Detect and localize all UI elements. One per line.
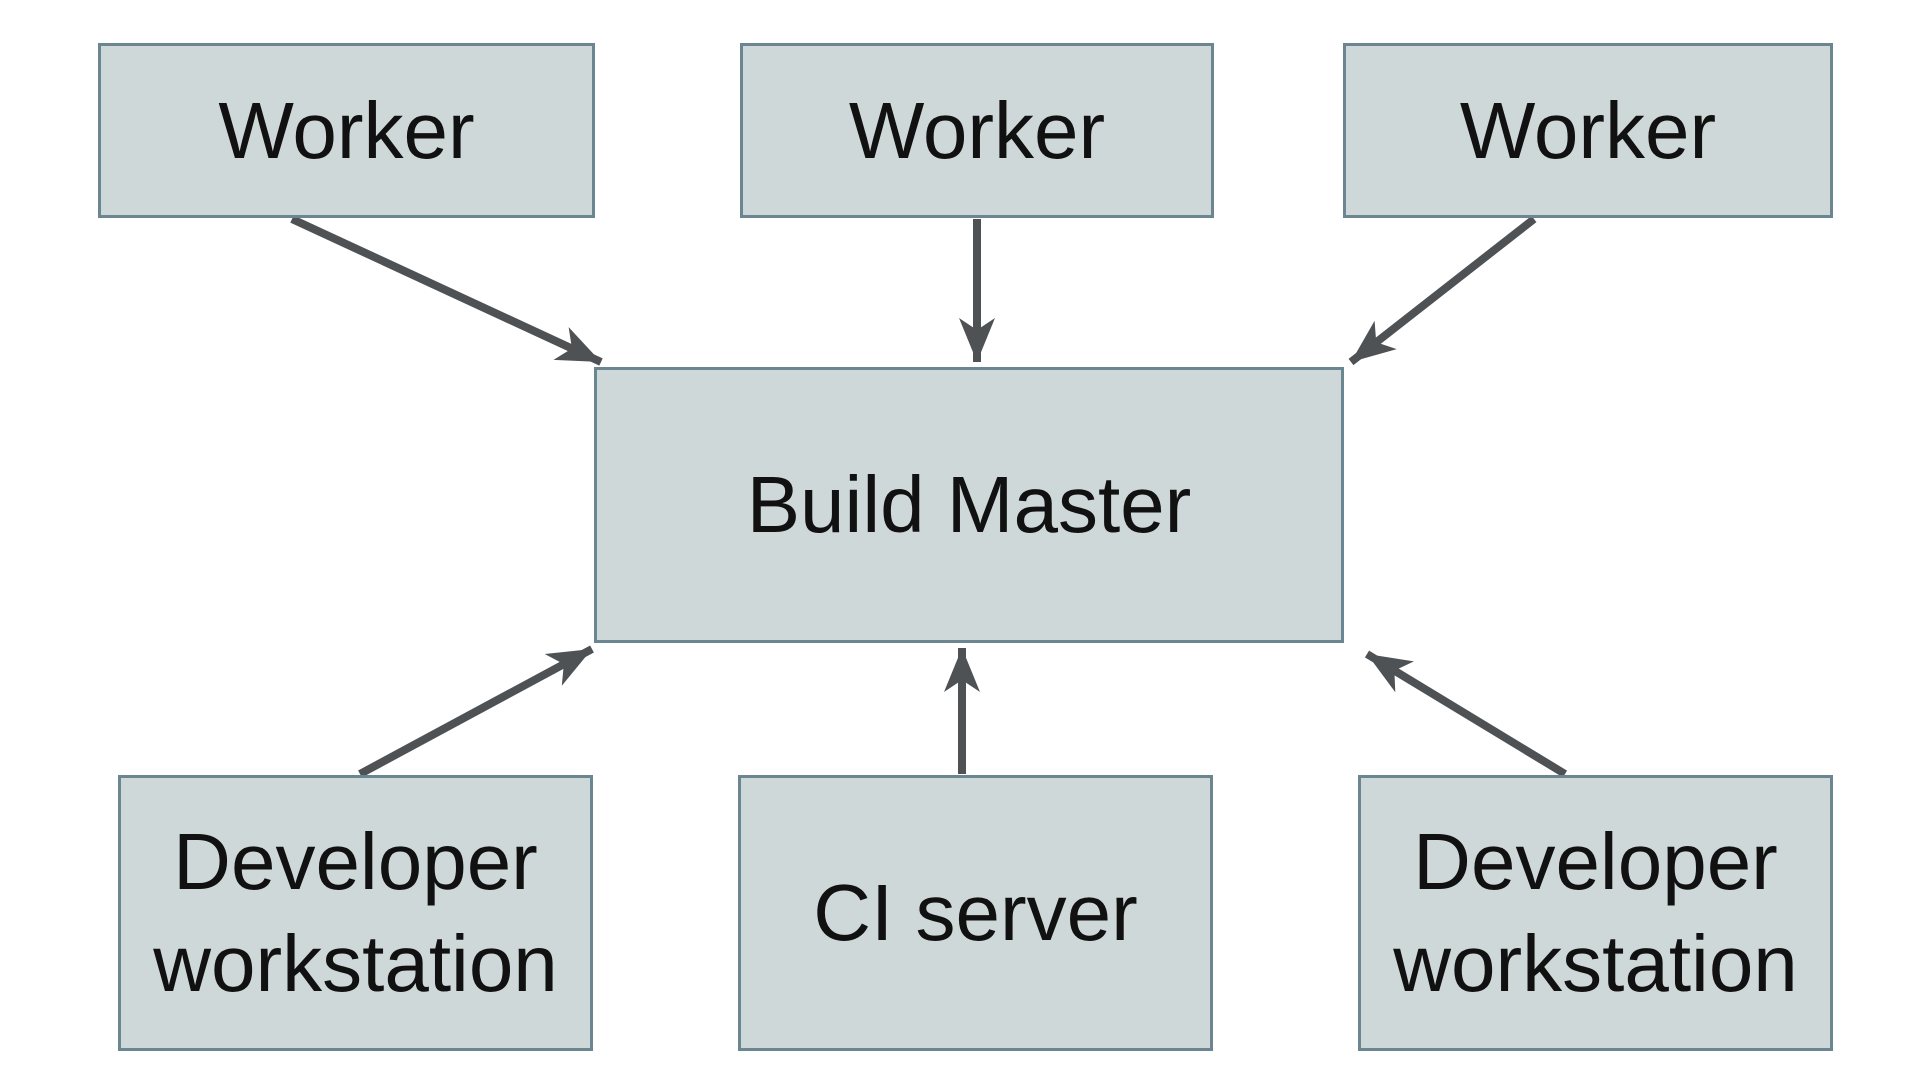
node-label: Worker — [218, 85, 475, 175]
node-label: CI server — [813, 868, 1138, 958]
node-developer-workstation-right: Developer workstation — [1358, 775, 1833, 1051]
node-worker-right: Worker — [1343, 43, 1833, 218]
node-label: Developer workstation — [153, 817, 558, 1008]
node-developer-workstation-left: Developer workstation — [118, 775, 593, 1051]
node-build-master: Build Master — [594, 367, 1344, 643]
node-label: Build Master — [746, 460, 1192, 550]
arrow-dev-left-to-build-master — [358, 645, 594, 778]
node-worker-left: Worker — [98, 43, 595, 218]
arrow-dev-right-to-build-master — [1364, 650, 1568, 778]
node-label: Worker — [848, 85, 1106, 175]
arrow-worker-right-to-build-master — [1348, 215, 1537, 366]
node-worker-center: Worker — [740, 43, 1214, 218]
arrow-worker-left-to-build-master — [290, 215, 603, 366]
node-ci-server: CI server — [738, 775, 1213, 1051]
node-label: Developer workstation — [1393, 817, 1798, 1008]
node-label: Worker — [1459, 85, 1717, 175]
